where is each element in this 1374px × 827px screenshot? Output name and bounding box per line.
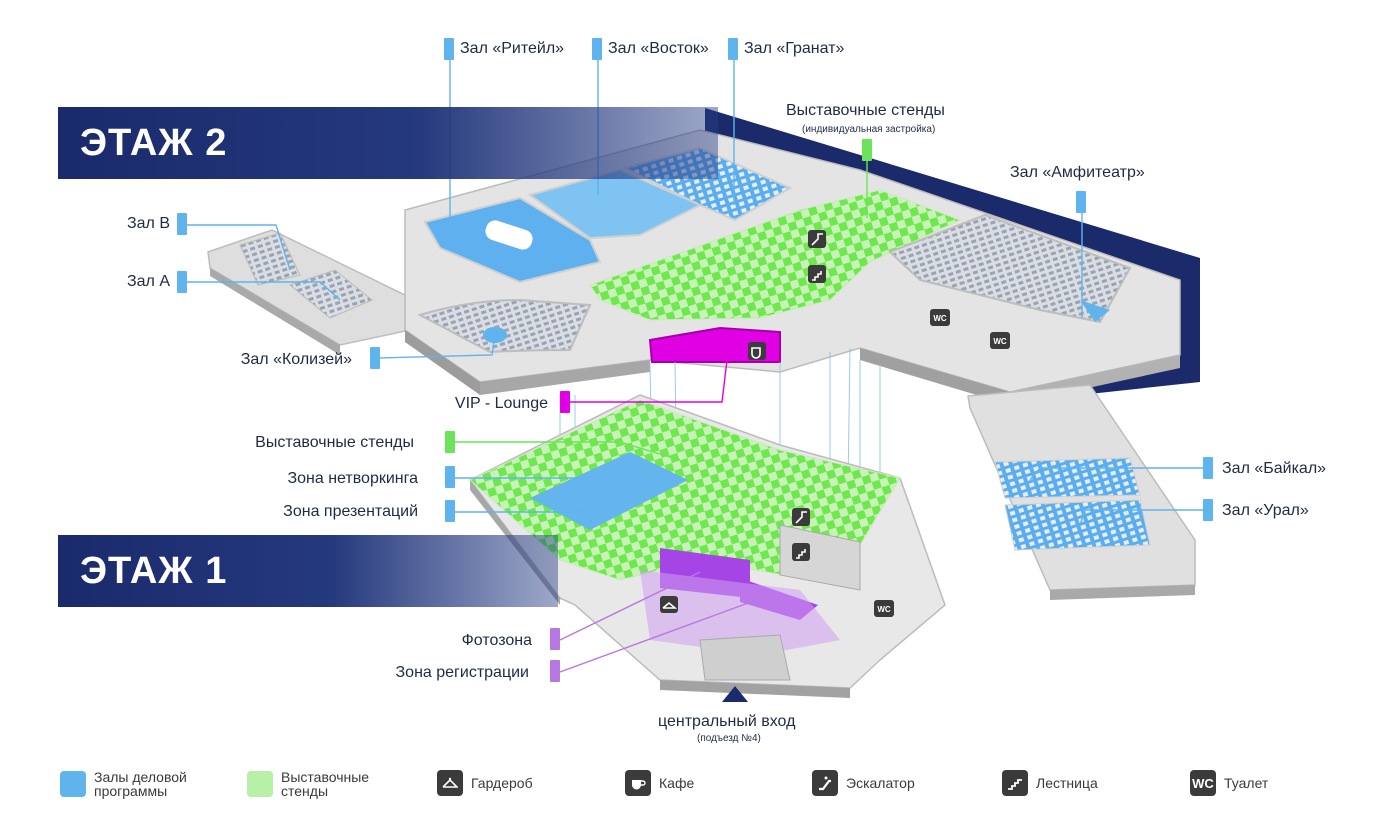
presentations-marker — [445, 500, 455, 522]
presentation-zone — [530, 452, 688, 530]
ural-label[interactable]: Зал «Урал» — [1222, 502, 1309, 519]
escalator-structure — [779, 524, 861, 591]
entrance-arrow-icon — [722, 686, 748, 702]
floor1-banner: ЭТАЖ 1 — [58, 535, 558, 607]
wc-icon-text: WC — [993, 337, 1007, 346]
wc-icon — [990, 332, 1010, 349]
legend-wardrobe-text: Гардероб — [471, 775, 533, 791]
exhibit-mid-label[interactable]: Выставочные стенды — [255, 434, 414, 451]
stairs-icon — [792, 543, 810, 561]
business-swatch — [60, 771, 86, 797]
stairs-icon — [808, 265, 826, 283]
colosseum-room — [417, 298, 592, 354]
wc-icon: WC — [1190, 770, 1216, 796]
colosseum-marker — [370, 347, 380, 369]
exhibit-mid-marker — [445, 431, 455, 453]
hall-b-room — [239, 232, 301, 286]
granat-label[interactable]: Зал «Гранат» — [744, 40, 845, 57]
ural-marker — [1203, 499, 1213, 521]
floor2-banner: ЭТАЖ 2 — [58, 107, 718, 179]
hall-a-label[interactable]: Зал А — [126, 273, 170, 290]
registration-label[interactable]: Зона регистрации — [395, 664, 529, 681]
legend-cafe: Кафе — [625, 770, 694, 796]
legend-wc-text: Туалет — [1224, 775, 1269, 791]
networking-label[interactable]: Зона нетворкинга — [287, 470, 418, 487]
escalator-icon — [812, 770, 838, 796]
photozone-marker — [550, 628, 560, 650]
colosseum-label[interactable]: Зал «Колизей» — [240, 351, 352, 368]
legend-cafe-text: Кафе — [659, 775, 695, 791]
legend-business-text: Залы деловой программы — [94, 769, 187, 799]
legend-exhibit-text: Выставочные стенды — [281, 769, 370, 799]
exhibit-top-label[interactable]: Выставочные стенды — [786, 102, 945, 119]
floor2-exhibit-area — [589, 189, 962, 321]
exhibit-top-marker — [862, 139, 872, 161]
hall-a-marker — [177, 271, 187, 293]
exhibit-top-note: (индивидуальная застройка) — [802, 124, 936, 135]
legend-stairs-text: Лестница — [1036, 775, 1098, 791]
wc-icon — [930, 309, 950, 326]
wc-icon — [874, 600, 894, 617]
legend-business: Залы деловой программы — [60, 770, 187, 798]
legend-stairs: Лестница — [1002, 770, 1098, 796]
retail-marker — [444, 38, 454, 60]
baikal-label[interactable]: Зал «Байкал» — [1222, 460, 1327, 477]
vip-lounge-room — [648, 326, 781, 363]
photozone-label[interactable]: Фотозона — [461, 632, 532, 649]
networking-marker — [445, 466, 455, 488]
legend-exhibit: Выставочные стенды — [247, 770, 369, 798]
retail-label[interactable]: Зал «Ритейл» — [460, 40, 565, 57]
ural-hall-room — [1004, 499, 1151, 551]
wardrobe-icon — [437, 770, 463, 796]
amphitheater-room — [888, 213, 1132, 324]
exhibit-swatch — [247, 771, 273, 797]
wc-icon-text: WC — [877, 605, 891, 614]
vip-label[interactable]: VIP - Lounge — [454, 395, 548, 412]
cafe-icon — [625, 770, 651, 796]
vip-marker — [560, 391, 570, 413]
granat-marker — [728, 38, 738, 60]
entrance-block — [699, 634, 791, 681]
floor1-purple-hall — [640, 570, 840, 655]
floor1-title: ЭТАЖ 1 — [80, 549, 228, 592]
vostok-marker — [592, 38, 602, 60]
presentations-label[interactable]: Зона презентаций — [283, 503, 418, 520]
stairs-icon — [1002, 770, 1028, 796]
hall-b-marker — [177, 213, 187, 235]
hall-b-label[interactable]: Зал В — [126, 215, 170, 232]
floor2-title: ЭТАЖ 2 — [80, 121, 228, 164]
legend-wardrobe: Гардероб — [437, 770, 533, 796]
amphitheater-label[interactable]: Зал «Амфитеатр» — [1010, 164, 1145, 181]
amphitheater-marker — [1076, 191, 1086, 213]
legend-wc: WC Туалет — [1190, 770, 1268, 796]
entrance-label[interactable]: центральный вход — [658, 713, 796, 730]
vostok-label[interactable]: Зал «Восток» — [608, 40, 709, 57]
baikal-hall-room — [994, 457, 1141, 499]
wc-icon-text: WC — [933, 314, 947, 323]
baikal-marker — [1203, 457, 1213, 479]
wardrobe-icon — [660, 596, 678, 613]
registration-marker — [550, 660, 560, 682]
legend-escalator-text: Эскалатор — [846, 775, 915, 791]
entrance-note: (подъезд №4) — [697, 733, 761, 744]
legend-escalator: Эскалатор — [812, 770, 915, 796]
